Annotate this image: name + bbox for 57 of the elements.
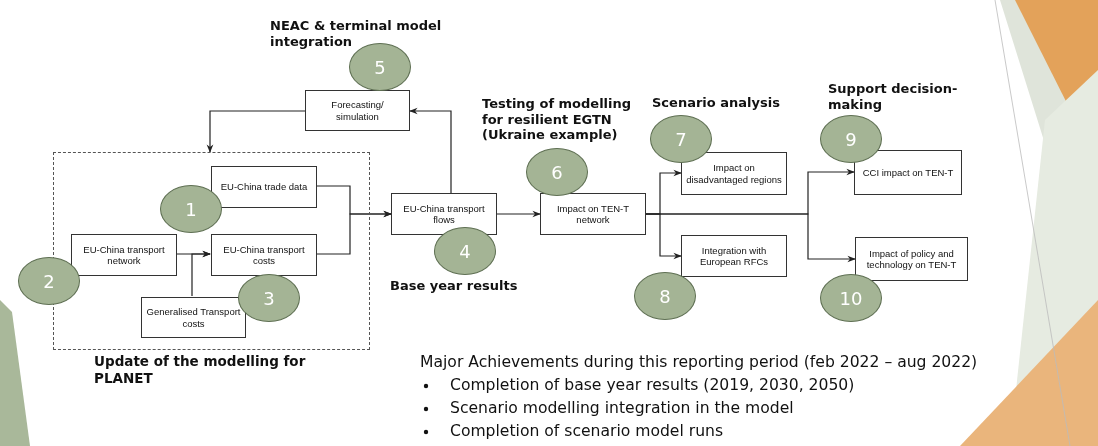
process-box: [681, 235, 787, 277]
number-circle: [820, 115, 882, 163]
box-label: Integration with European RFCs: [698, 244, 770, 268]
step-number: 5: [374, 56, 386, 78]
section-heading: NEAC & terminal model integration: [270, 18, 443, 50]
number-circle: [349, 43, 411, 91]
section-heading: Support decision-making: [828, 81, 959, 113]
process-box: [540, 193, 646, 235]
number-circle: [650, 115, 712, 163]
box-label: CCI impact on TEN-T: [861, 166, 955, 179]
step-number: 4: [459, 240, 471, 262]
process-box: [211, 234, 317, 276]
step-number: 8: [659, 285, 671, 307]
group-heading: Update of the modelling for PLANET: [94, 353, 307, 387]
step-number: 9: [845, 128, 857, 150]
step-number: 3: [263, 287, 275, 309]
step-number: 10: [839, 287, 863, 309]
arrow: [496, 210, 541, 218]
process-box: [854, 150, 962, 195]
process-box: [391, 193, 497, 235]
arrow: [409, 107, 452, 194]
step-number: 2: [43, 270, 55, 292]
process-box: [141, 297, 246, 338]
process-box: [211, 166, 317, 208]
number-circle: [634, 272, 696, 320]
process-box: [681, 152, 787, 195]
step-number: 1: [185, 198, 197, 220]
box-label: EU-China transport flows: [402, 202, 486, 226]
box-label: EU-China transport network: [82, 243, 166, 267]
bullet-item: Scenario modelling integration in the model: [450, 398, 794, 419]
arrow: [191, 250, 211, 297]
bullet-item: Completion of scenario model runs: [450, 421, 724, 442]
box-label: EU-China trade data: [219, 181, 309, 193]
step-number: 7: [675, 128, 687, 150]
section-heading: Base year results: [390, 278, 519, 294]
number-circle: [820, 274, 882, 322]
process-box: [71, 234, 177, 276]
summary-heading: Major Achievements during this reporting period (feb 2022 – aug 2022): [420, 352, 978, 373]
process-box: [305, 90, 410, 131]
arrow: [206, 110, 306, 153]
step-number: 6: [551, 161, 563, 183]
box-label: Impact on TEN-T network: [555, 202, 631, 226]
section-heading: Testing of modelling for resilient EGTN (Ukraine example): [482, 96, 633, 143]
arrow: [645, 213, 856, 263]
box-label: Impact of policy and technology on TEN-T: [865, 247, 958, 271]
number-circle: [18, 257, 80, 305]
box-label: Forecasting/ simulation: [330, 99, 385, 122]
box-label: Impact on disadvantaged regions: [685, 162, 783, 185]
number-circle: [434, 227, 496, 275]
box-label: Generalised Transport costs: [145, 306, 242, 329]
process-box: [855, 237, 968, 281]
number-circle: [526, 148, 588, 196]
number-circle: [160, 185, 222, 233]
section-heading: Scenario analysis: [652, 95, 781, 111]
arrow: [315, 210, 392, 255]
box-label: EU-China transport costs: [222, 243, 306, 267]
bullet-item: Completion of base year results (2019, 2030, 2050): [450, 375, 855, 396]
